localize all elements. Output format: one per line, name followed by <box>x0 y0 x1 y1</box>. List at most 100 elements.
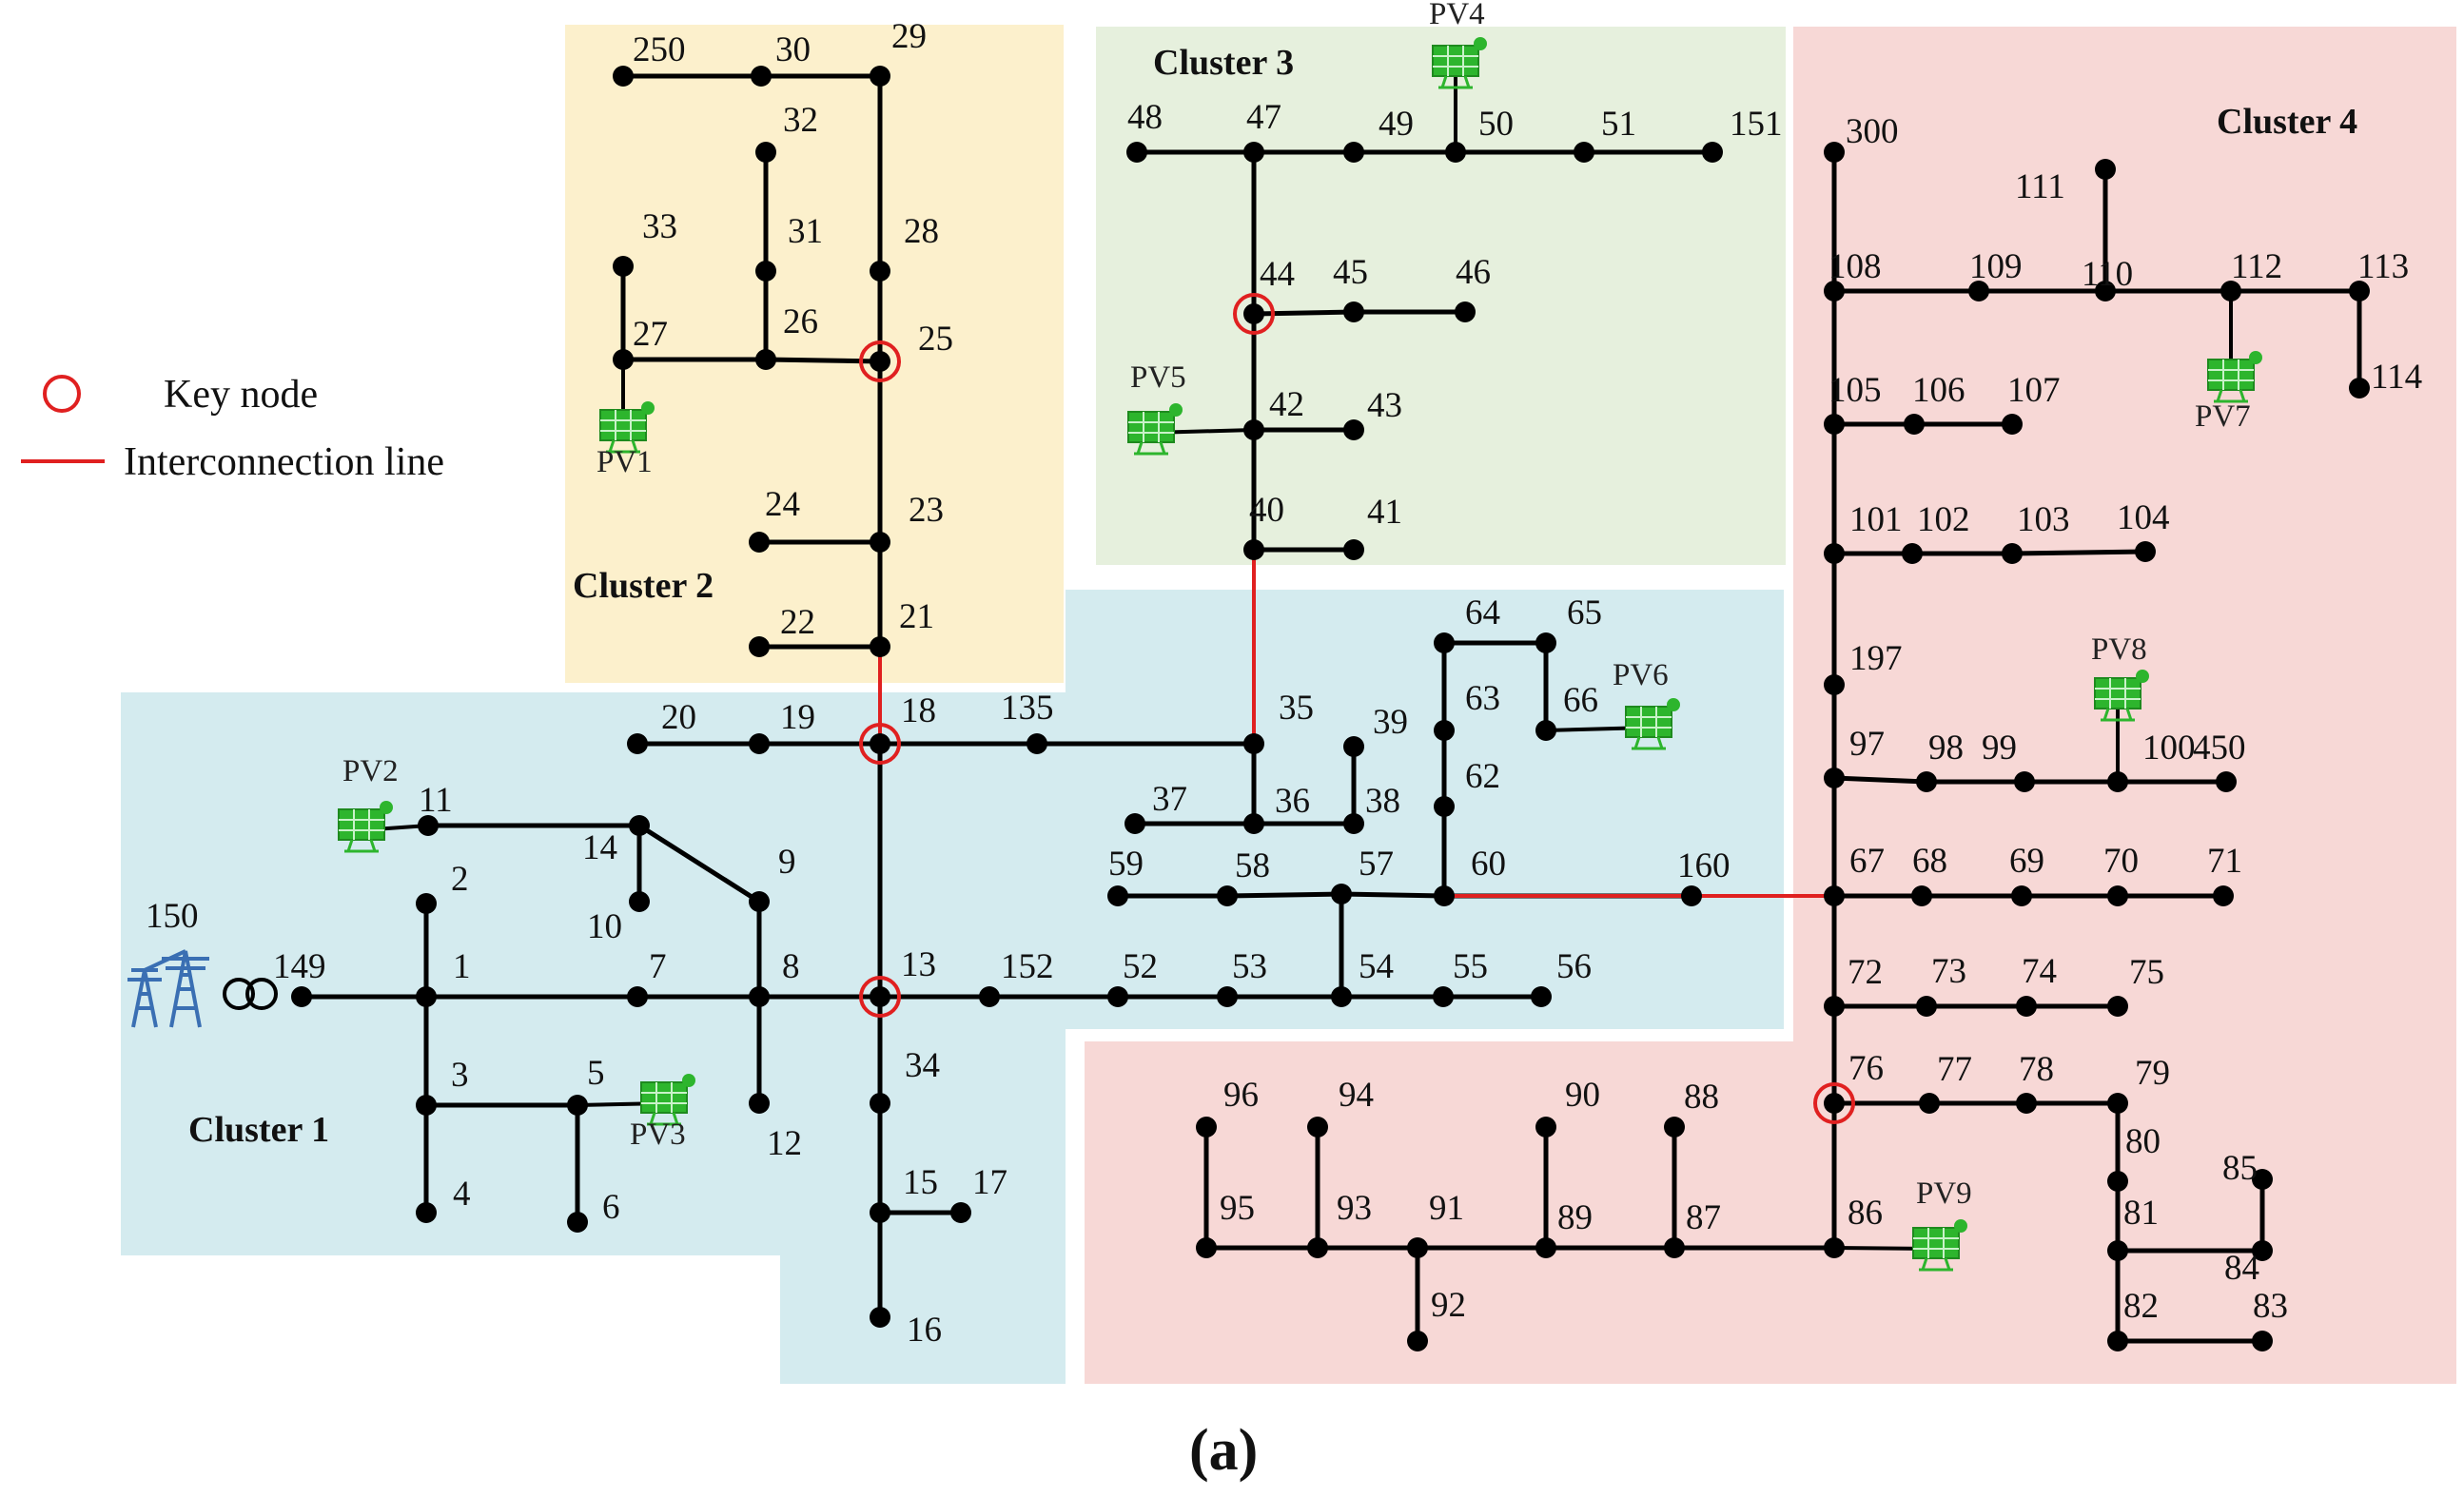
bus-node-63 <box>1434 720 1455 741</box>
bus-node-87 <box>1664 1237 1685 1258</box>
bus-node-21 <box>870 636 890 657</box>
bus-node-6 <box>567 1212 588 1233</box>
bus-label-68: 68 <box>1912 842 1947 881</box>
cluster-region-c1 <box>121 590 1784 1384</box>
bus-node-22 <box>749 636 770 657</box>
bus-label-33: 33 <box>642 207 677 246</box>
bus-label-149: 149 <box>273 947 326 986</box>
bus-node-48 <box>1126 142 1147 163</box>
bus-label-85: 85 <box>2222 1149 2258 1188</box>
pv-label-PV7: PV7 <box>2195 399 2251 434</box>
bus-node-47 <box>1243 142 1264 163</box>
bus-label-108: 108 <box>1828 247 1882 286</box>
bus-node-95 <box>1196 1237 1217 1258</box>
solar-panel-icon <box>338 808 385 841</box>
cluster-label-c4: Cluster 4 <box>2217 102 2357 142</box>
bus-label-20: 20 <box>661 698 696 737</box>
solar-panel-grid <box>1626 707 1672 737</box>
bus-label-5: 5 <box>587 1054 605 1093</box>
bus-node-45 <box>1343 301 1364 322</box>
bus-node-50 <box>1445 142 1466 163</box>
line-97-98 <box>1833 775 1927 785</box>
cluster-regions <box>121 25 2456 1384</box>
bus-label-7: 7 <box>649 947 667 986</box>
bus-node-83 <box>2252 1331 2273 1351</box>
bus-label-160: 160 <box>1677 846 1731 885</box>
pv-panel-PV4: PV4 <box>1429 0 1487 89</box>
bus-label-6: 6 <box>602 1188 620 1227</box>
cluster-region-c4 <box>1085 27 2456 1384</box>
bus-label-98: 98 <box>1928 729 1964 768</box>
sun-icon <box>2136 670 2149 683</box>
pv-label-PV8: PV8 <box>2091 632 2147 667</box>
bus-node-15 <box>870 1202 890 1223</box>
bus-node-88 <box>1664 1117 1685 1137</box>
bus-label-52: 52 <box>1123 947 1158 986</box>
bus-label-74: 74 <box>2022 952 2057 991</box>
bus-label-22: 22 <box>780 603 815 642</box>
bus-node-59 <box>1107 885 1128 906</box>
bus-label-99: 99 <box>1982 729 2017 768</box>
bus-node-33 <box>613 256 634 277</box>
bus-node-29 <box>870 66 890 87</box>
bus-node-75 <box>2107 996 2128 1017</box>
bus-label-49: 49 <box>1379 105 1414 144</box>
bus-label-44: 44 <box>1260 255 1295 294</box>
cluster-region-c3 <box>1096 27 1786 565</box>
sun-icon <box>682 1074 695 1087</box>
bus-label-76: 76 <box>1848 1049 1884 1088</box>
bus-label-21: 21 <box>899 597 934 636</box>
solar-panel-stand <box>1632 736 1666 750</box>
bus-node-28 <box>870 261 890 282</box>
pv-panel-PV3: PV3 <box>630 1074 695 1152</box>
line-44-45 <box>1253 309 1355 317</box>
bus-label-102: 102 <box>1917 500 1970 539</box>
bus-node-197 <box>1824 674 1845 695</box>
bus-node-85 <box>2252 1169 2273 1190</box>
bus-label-29: 29 <box>891 17 927 56</box>
bus-node-57 <box>1331 884 1352 904</box>
substation: 150 <box>127 897 278 1028</box>
bus-label-11: 11 <box>419 781 453 820</box>
bus-label-100: 100 <box>2142 729 2196 768</box>
bus-label-95: 95 <box>1220 1189 1255 1228</box>
bus-node-23 <box>870 532 890 553</box>
bus-label-54: 54 <box>1359 947 1394 986</box>
bus-label-71: 71 <box>2207 842 2242 881</box>
bus-label-72: 72 <box>1848 953 1883 992</box>
pv-label-PV5: PV5 <box>1130 360 1186 395</box>
bus-node-106 <box>1904 414 1925 435</box>
solar-panel-grid <box>339 809 384 840</box>
solar-panel-grid <box>600 410 646 440</box>
solar-panel-icon <box>640 1081 688 1114</box>
bus-label-55: 55 <box>1453 947 1488 986</box>
bus-label-17: 17 <box>972 1163 1007 1202</box>
bus-label-19: 19 <box>780 698 815 737</box>
bus-node-67 <box>1824 885 1845 906</box>
bus-node-93 <box>1307 1237 1328 1258</box>
bus-node-149 <box>291 986 312 1007</box>
bus-label-91: 91 <box>1429 1189 1464 1228</box>
bus-label-42: 42 <box>1269 385 1304 424</box>
solar-panel-stand <box>1134 441 1168 456</box>
bus-node-66 <box>1535 720 1556 741</box>
cluster-region-c2 <box>565 25 1064 683</box>
bus-node-17 <box>950 1202 971 1223</box>
bus-label-93: 93 <box>1337 1189 1372 1228</box>
bus-node-71 <box>2213 885 2234 906</box>
bus-node-86 <box>1824 1237 1845 1258</box>
bus-label-250: 250 <box>633 30 686 69</box>
bus-node-91 <box>1407 1237 1428 1258</box>
bus-label-94: 94 <box>1339 1076 1374 1115</box>
bus-label-62: 62 <box>1465 757 1500 796</box>
pv-label-PV9: PV9 <box>1916 1176 1972 1211</box>
bus-node-58 <box>1217 885 1238 906</box>
bus-node-102 <box>1902 543 1923 564</box>
bus-label-50: 50 <box>1478 105 1514 144</box>
solar-panel-stand <box>1919 1257 1953 1272</box>
bus-node-69 <box>2011 885 2032 906</box>
sun-icon <box>1954 1219 1967 1233</box>
bus-label-40: 40 <box>1249 491 1284 530</box>
bus-node-20 <box>627 733 648 754</box>
